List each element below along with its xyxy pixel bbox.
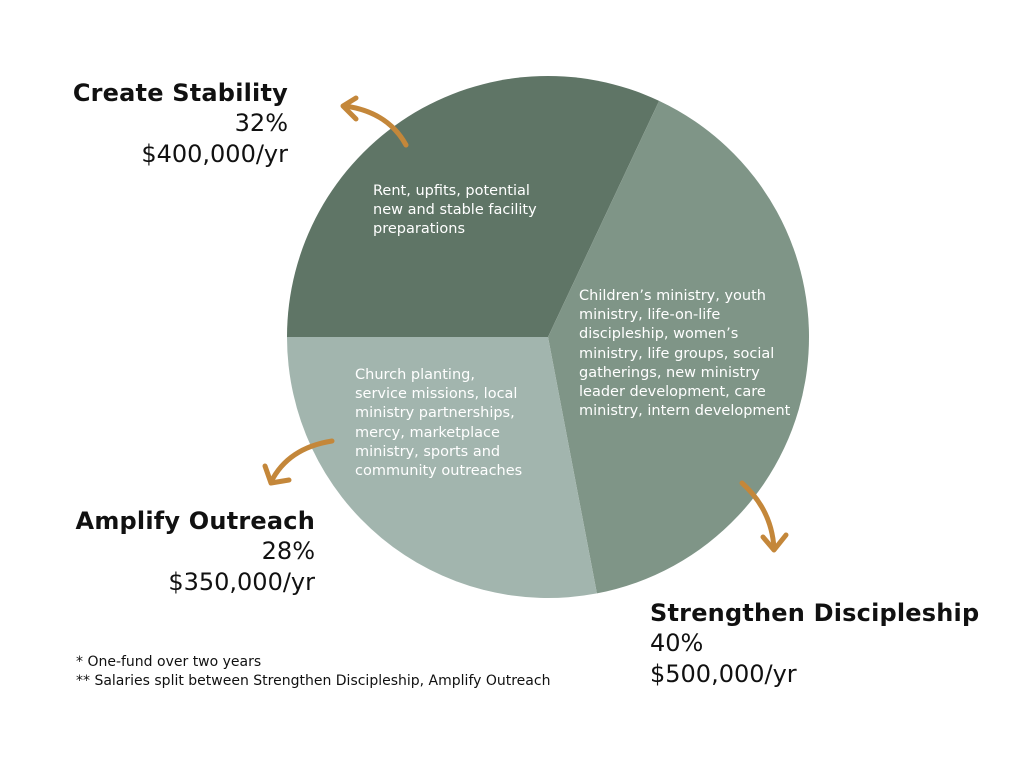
slice-description-create-stability: Rent, upfits, potential new and stable f… xyxy=(373,183,537,238)
pie-slice-amplify-outreach xyxy=(287,337,597,599)
category-percent: 32% xyxy=(234,109,288,137)
arrow-amplify-outreach xyxy=(262,438,335,486)
category-name: Amplify Outreach xyxy=(75,507,315,535)
category-amplify-outreach: Amplify Outreach 28% $350,000/yr xyxy=(76,506,315,598)
category-create-stability: Create Stability 32% $400,000/yr xyxy=(73,78,288,170)
category-strengthen-discipleship: Strengthen Discipleship 40% $500,000/yr xyxy=(650,598,979,690)
category-percent: 40% xyxy=(650,629,704,657)
category-percent: 28% xyxy=(261,537,315,565)
pie-slice-strengthen-discipleship xyxy=(548,100,810,594)
category-name: Strengthen Discipleship xyxy=(650,599,980,627)
footnote: * One-fund over two years xyxy=(76,654,262,670)
category-amount: $500,000/yr xyxy=(650,660,797,688)
category-amount: $350,000/yr xyxy=(168,568,315,596)
slice-description-strengthen-discipleship: Children’s ministry, youth ministry, lif… xyxy=(579,288,791,420)
category-name: Create Stability xyxy=(72,79,288,107)
footnotes: * One-fund over two years ** Salaries sp… xyxy=(76,653,550,691)
slice-description-amplify-outreach: Church planting, service missions, local… xyxy=(355,367,523,480)
category-amount: $400,000/yr xyxy=(141,140,288,168)
arrow-strengthen-discipleship xyxy=(739,480,789,553)
arrow-create-stability xyxy=(340,95,409,148)
pie-slice-create-stability xyxy=(287,75,660,337)
footnote: ** Salaries split between Strengthen Dis… xyxy=(76,673,551,689)
